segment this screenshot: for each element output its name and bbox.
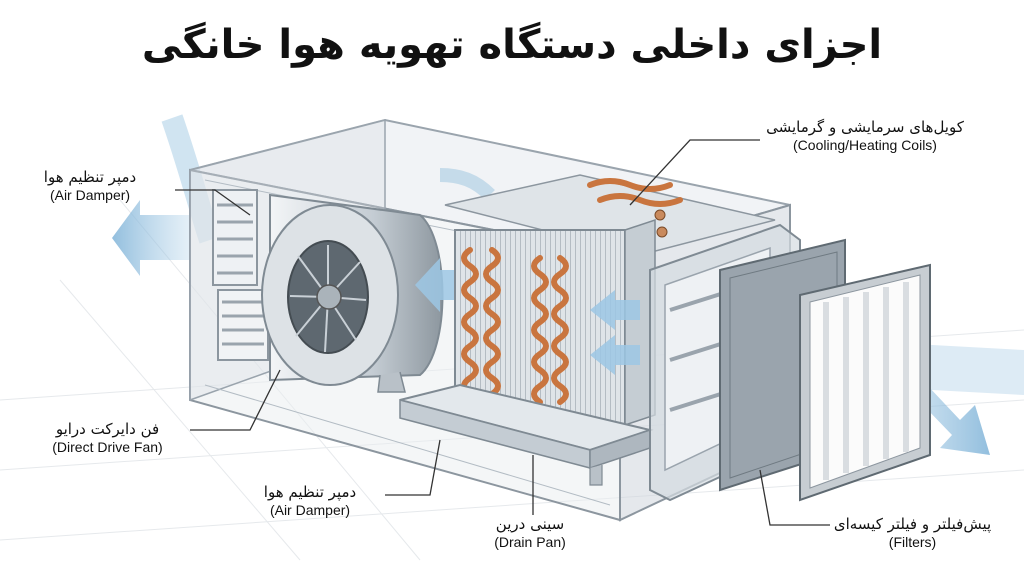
airflow-fan-arrow <box>415 258 460 312</box>
air-damper-bottom <box>217 289 269 361</box>
label-coils-en: (Cooling/Heating Coils) <box>793 136 937 153</box>
label-filters-fa: پیش‌فیلتر و فیلتر کیسه‌ای <box>833 515 992 533</box>
label-damper-bottom-en: (Air Damper) <box>269 501 351 518</box>
label-filters-en: (Filters) <box>888 533 937 550</box>
label-damper-bottom-fa: دمپر تنظیم هوا <box>263 483 357 501</box>
diagram-title: اجزای داخلی دستگاه تهویه هوا خانگی <box>141 22 883 68</box>
label-fan-en: (Direct Drive Fan) <box>52 438 163 455</box>
label-filters: پیش‌فیلتر و فیلتر کیسه‌ای (Filters) <box>805 515 1020 551</box>
label-fan-fa: فن دایرکت درایو <box>55 420 160 438</box>
air-damper-top <box>212 189 258 286</box>
airflow-top-inner-arrow <box>439 168 495 201</box>
airflow-out-arrow <box>112 200 190 276</box>
label-coils-fa: کویل‌های سرمایشی و گرمایشی <box>766 118 964 136</box>
label-damper-top: دمپر تنظیم هوا (Air Damper) <box>10 168 170 204</box>
bag-filter <box>799 263 931 502</box>
label-damper-top-en: (Air Damper) <box>49 186 131 203</box>
airflow-coil-arrow-1 <box>590 290 640 330</box>
label-drain-pan-fa: سینی درین <box>495 515 565 533</box>
label-drain-pan-en: (Drain Pan) <box>494 533 566 550</box>
label-damper-top-fa: دمپر تنظیم هوا <box>43 168 137 186</box>
airflow-coil-arrow-2 <box>590 335 640 375</box>
label-damper-bottom: دمپر تنظیم هوا (Air Damper) <box>235 483 385 519</box>
label-drain-pan: سینی درین (Drain Pan) <box>455 515 605 551</box>
label-fan: فن دایرکت درایو (Direct Drive Fan) <box>25 420 190 456</box>
label-coils: کویل‌های سرمایشی و گرمایشی (Cooling/Heat… <box>740 118 990 154</box>
leader-lines <box>175 139 830 526</box>
direct-drive-fan <box>261 193 444 393</box>
